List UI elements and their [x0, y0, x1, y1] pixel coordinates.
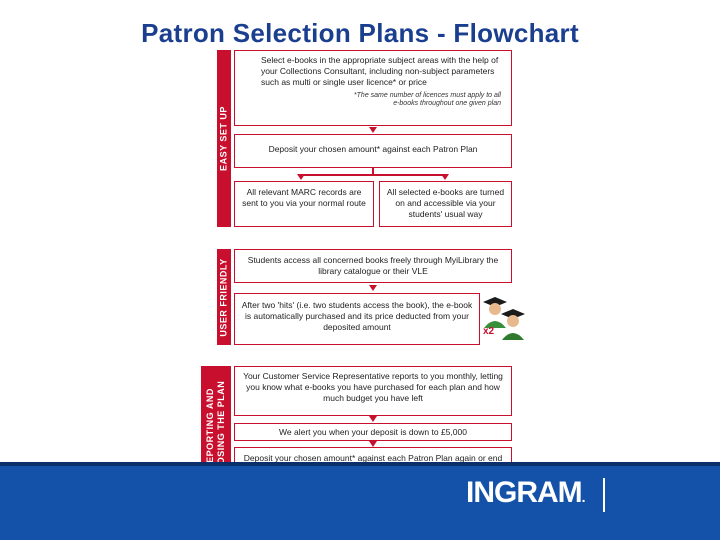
select-ebooks-box: Select e-books in the appropriate subjec… [234, 50, 512, 126]
stage-reporting-closing: REPORTING AND CLOSING THE PLAN [201, 366, 231, 481]
page-title: Patron Selection Plans - Flowchart [141, 18, 579, 48]
flow-arrow [369, 416, 377, 422]
deposit-alert-text: We alert you when your deposit is down t… [279, 427, 467, 437]
stage-user-friendly: USER FRIENDLY [217, 249, 231, 345]
ebooks-turned-on-text: All selected e-books are turned on and a… [386, 187, 505, 219]
marc-records-text: All relevant MARC records are sent to yo… [242, 187, 366, 208]
select-ebooks-text: Select e-books in the appropriate subjec… [261, 55, 499, 87]
ebooks-turned-on-box: All selected e-books are turned on and a… [379, 181, 512, 227]
flow-arrow [441, 174, 449, 180]
footer-bar [0, 466, 720, 540]
licence-note-line1: *The same number of licences must apply … [353, 92, 501, 99]
monthly-report-text: Your Customer Service Representative rep… [243, 371, 503, 403]
flow-arrow [369, 441, 377, 447]
auto-purchase-box: After two 'hits' (i.e. two students acce… [234, 293, 480, 345]
stage-label: USER FRIENDLY [218, 258, 229, 337]
ingram-logo: INGRAM. [466, 476, 586, 510]
deposit-box: Deposit your chosen amount* against each… [234, 134, 512, 168]
footer-divider [0, 462, 720, 466]
flow-arrow [297, 174, 305, 180]
hit-count-badge: x2 [483, 326, 495, 337]
flowchart: EASY SET UP Select e-books in the approp… [187, 48, 535, 491]
auto-purchase-text: After two 'hits' (i.e. two students acce… [241, 300, 473, 332]
licence-note: *The same number of licences must apply … [261, 92, 501, 108]
deposit-text: Deposit your chosen amount* against each… [268, 144, 478, 154]
monthly-report-box: Your Customer Service Representative rep… [234, 366, 512, 416]
stage-label: EASY SET UP [218, 106, 229, 171]
flow-arrow [369, 285, 377, 291]
licence-note-line2: e-books throughout one given plan [393, 100, 501, 107]
logo-text: INGRAM [466, 476, 583, 509]
stage-easy-set-up: EASY SET UP [217, 50, 231, 227]
student-access-text: Students access all concerned books free… [247, 255, 499, 276]
logo-mark: . [581, 489, 586, 505]
split-connector [372, 168, 374, 176]
deposit-alert-box: We alert you when your deposit is down t… [234, 423, 512, 441]
split-line [301, 174, 445, 176]
graduate-student-icon [483, 297, 525, 340]
flow-arrow [369, 127, 377, 133]
student-access-box: Students access all concerned books free… [234, 249, 512, 283]
marc-records-box: All relevant MARC records are sent to yo… [234, 181, 374, 227]
logo-divider [603, 478, 605, 512]
